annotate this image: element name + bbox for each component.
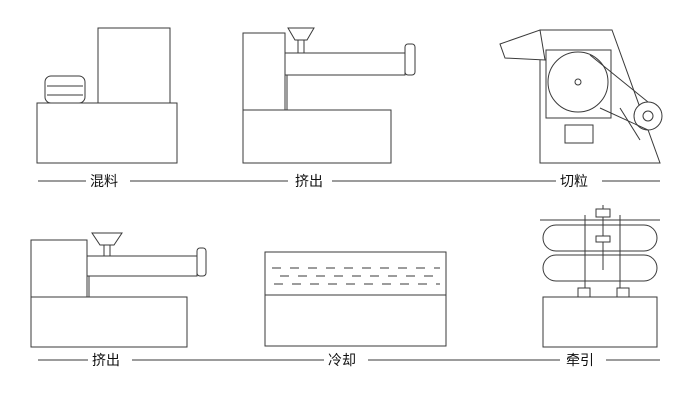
extruder-machine-2 [30, 232, 207, 348]
step-label-extrusion-1: 挤出 [295, 174, 323, 190]
step-label-mixing: 混料 [90, 174, 118, 190]
pelletizer-machine [499, 29, 663, 164]
step-label-cooling: 冷却 [328, 353, 356, 369]
step-label-haul-off: 牵引 [566, 353, 594, 369]
extruder-machine-1 [242, 27, 416, 164]
step-label-pelletizing: 切粒 [560, 174, 588, 190]
water-surface-lines [272, 267, 440, 285]
haul-off-machine [540, 205, 660, 348]
cooling-tank [264, 251, 447, 347]
mixer-machine [36, 27, 178, 164]
step-label-extrusion-2: 挤出 [92, 353, 120, 369]
